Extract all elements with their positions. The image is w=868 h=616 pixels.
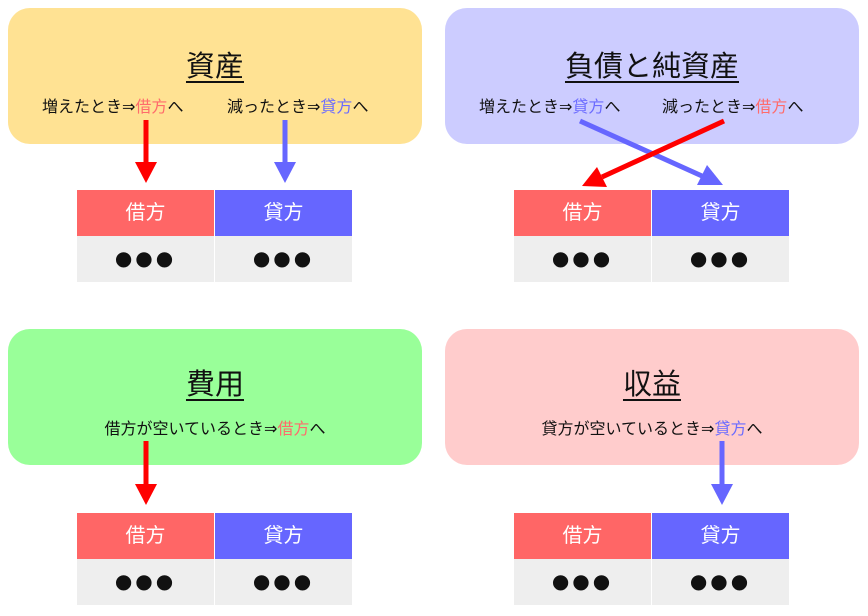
credit-header: 貸方 bbox=[215, 190, 352, 236]
assets-title: 資産 bbox=[185, 49, 244, 83]
liabilities-decrease-rule: 減ったとき⇒借方へ bbox=[662, 93, 803, 117]
rule-suffix: へ bbox=[352, 97, 369, 116]
expenses-ledger: 借方 貸方 ●●● ●●● bbox=[77, 513, 355, 605]
rule-suffix: へ bbox=[787, 97, 804, 116]
rule-text: 増えたとき⇒ bbox=[42, 97, 136, 116]
rule-suffix: へ bbox=[167, 97, 184, 116]
liabilities-equity-title: 負債と純資産 bbox=[564, 49, 739, 83]
credit-header: 貸方 bbox=[215, 513, 352, 559]
rule-text: 貸方が空いているとき⇒ bbox=[541, 419, 715, 438]
expenses-card: 費用 借方が空いているとき⇒借方へ bbox=[8, 329, 422, 465]
credit-keyword: 貸方 bbox=[572, 97, 605, 116]
credit-header: 貸方 bbox=[652, 190, 789, 236]
revenue-title: 収益 bbox=[622, 367, 681, 401]
credit-placeholder: ●●● bbox=[652, 559, 789, 605]
rule-suffix: へ bbox=[746, 419, 763, 438]
liabilities-increase-rule: 増えたとき⇒貸方へ bbox=[479, 93, 620, 117]
debit-header: 借方 bbox=[514, 190, 651, 236]
credit-placeholder: ●●● bbox=[215, 559, 352, 605]
revenue-rule: 貸方が空いているとき⇒貸方へ bbox=[445, 415, 859, 439]
assets-decrease-rule: 減ったとき⇒貸方へ bbox=[227, 93, 368, 117]
credit-keyword: 貸方 bbox=[714, 419, 747, 438]
rule-text: 借方が空いているとき⇒ bbox=[104, 419, 278, 438]
debit-header: 借方 bbox=[77, 513, 214, 559]
debit-keyword: 借方 bbox=[277, 419, 310, 438]
expenses-title: 費用 bbox=[185, 367, 244, 401]
liabilities-equity-card: 負債と純資産 増えたとき⇒貸方へ 減ったとき⇒借方へ bbox=[445, 8, 859, 144]
rule-text: 減ったとき⇒ bbox=[227, 97, 321, 116]
liabilities-equity-ledger: 借方 貸方 ●●● ●●● bbox=[514, 190, 792, 282]
rule-text: 減ったとき⇒ bbox=[662, 97, 756, 116]
credit-keyword: 貸方 bbox=[320, 97, 353, 116]
rule-text: 増えたとき⇒ bbox=[479, 97, 573, 116]
credit-placeholder: ●●● bbox=[652, 236, 789, 282]
credit-header: 貸方 bbox=[652, 513, 789, 559]
revenue-card: 収益 貸方が空いているとき⇒貸方へ bbox=[445, 329, 859, 465]
credit-placeholder: ●●● bbox=[215, 236, 352, 282]
debit-header: 借方 bbox=[77, 190, 214, 236]
rule-suffix: へ bbox=[309, 419, 326, 438]
debit-placeholder: ●●● bbox=[514, 236, 651, 282]
debit-placeholder: ●●● bbox=[77, 236, 214, 282]
assets-ledger: 借方 貸方 ●●● ●●● bbox=[77, 190, 355, 282]
assets-increase-rule: 増えたとき⇒借方へ bbox=[42, 93, 183, 117]
assets-card: 資産 増えたとき⇒借方へ 減ったとき⇒貸方へ bbox=[8, 8, 422, 144]
debit-keyword: 借方 bbox=[135, 97, 168, 116]
debit-placeholder: ●●● bbox=[77, 559, 214, 605]
expenses-rule: 借方が空いているとき⇒借方へ bbox=[8, 415, 422, 439]
revenue-ledger: 借方 貸方 ●●● ●●● bbox=[514, 513, 792, 605]
debit-placeholder: ●●● bbox=[514, 559, 651, 605]
debit-keyword: 借方 bbox=[755, 97, 788, 116]
debit-header: 借方 bbox=[514, 513, 651, 559]
rule-suffix: へ bbox=[604, 97, 621, 116]
